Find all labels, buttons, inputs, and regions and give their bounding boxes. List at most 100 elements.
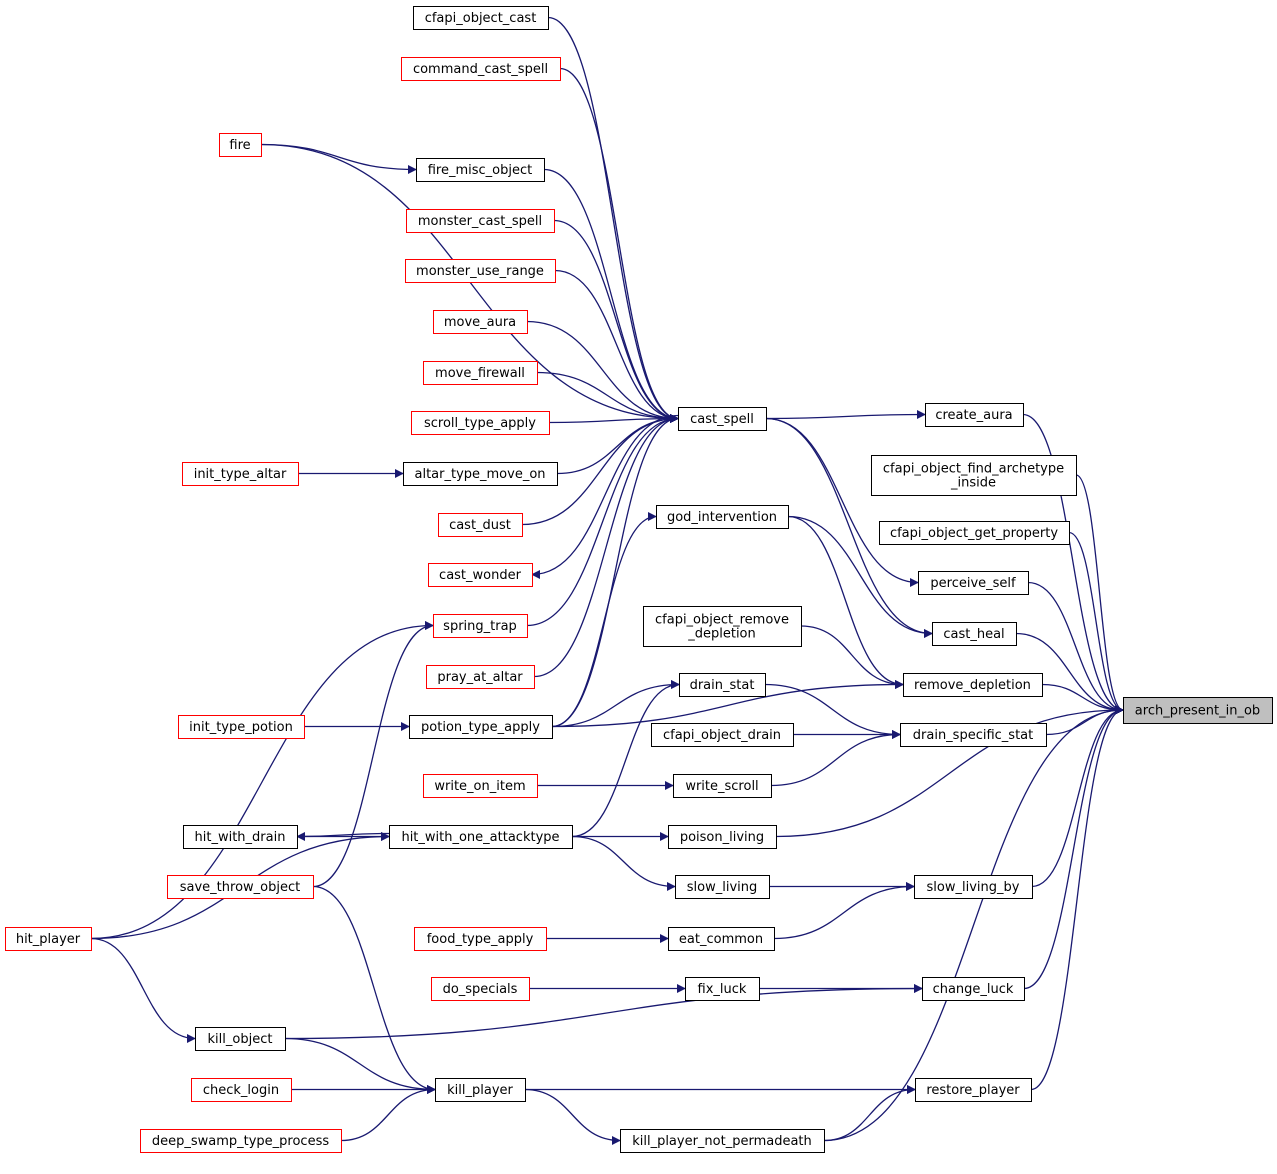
node-kill-object[interactable]: kill_object [195, 1027, 286, 1051]
edge [764, 683, 901, 739]
node-write-scroll[interactable]: write_scroll [673, 774, 772, 798]
node-label: kill_object [208, 1032, 273, 1047]
node-hit-with-drain[interactable]: hit_with_drain [183, 825, 298, 849]
edge-command-cast-spell-to-cast-spell [559, 67, 679, 423]
node-eat-common[interactable]: eat_common [668, 927, 775, 951]
node-create-aura[interactable]: create_aura [925, 403, 1024, 427]
node-drain-specific-stat[interactable]: drain_specific_stat [900, 723, 1047, 747]
node-write-on-item[interactable]: write_on_item [423, 774, 538, 798]
node-slow-living[interactable]: slow_living [675, 875, 770, 899]
node-do-specials[interactable]: do_specials [431, 977, 530, 1001]
node-save-throw-object[interactable]: save_throw_object [167, 875, 314, 899]
node-check-login[interactable]: check_login [191, 1078, 292, 1102]
edge-fire-misc-object-to-cast-spell [543, 168, 679, 423]
node-box [679, 673, 766, 697]
node-command-cast-spell[interactable]: command_cast_spell [401, 57, 561, 81]
node-box [414, 927, 547, 951]
edge-kill-object-to-kill-player [284, 1037, 436, 1094]
node-init-type-altar[interactable]: init_type_altar [182, 462, 299, 486]
node-monster-use-range[interactable]: monster_use_range [405, 259, 556, 283]
node-cast-spell[interactable]: cast_spell [678, 407, 767, 431]
node-change-luck[interactable]: change_luck [922, 977, 1025, 1001]
node-slow-living-by[interactable]: slow_living_by [914, 875, 1033, 899]
edge-save-throw-object-to-kill-player [312, 885, 436, 1094]
node-box [423, 774, 538, 798]
node-cfapi-object-get-property[interactable]: cfapi_object_get_property [879, 521, 1070, 545]
node-label: perceive_self [930, 576, 1016, 591]
node-deep-swamp-type-process[interactable]: deep_swamp_type_process [140, 1129, 342, 1153]
node-remove-depletion[interactable]: remove_depletion [903, 673, 1043, 697]
edge [548, 414, 679, 424]
node-box [413, 6, 549, 30]
node-box [423, 361, 538, 385]
edge-move-aura-to-cast-spell [526, 320, 679, 423]
node-move-firewall[interactable]: move_firewall [423, 361, 538, 385]
edge-god-intervention-to-remove-depletion [787, 515, 904, 689]
node-label: cfapi_object_remove [655, 613, 789, 628]
edge-kill-player-not-permadeath-to-arch-present-in-ob [823, 705, 1124, 1142]
node-god-intervention[interactable]: god_intervention [656, 505, 789, 529]
node-label: drain_specific_stat [913, 728, 1033, 743]
edge [800, 625, 904, 689]
node-restore-player[interactable]: restore_player [915, 1078, 1032, 1102]
node-cfapi-object-remove-depletion[interactable]: cfapi_object_remove_depletion [643, 606, 802, 647]
node-box [643, 606, 802, 647]
edge [823, 705, 1124, 1142]
node-altar-type-move-on[interactable]: altar_type_move_on [403, 462, 558, 486]
node-potion-type-apply[interactable]: potion_type_apply [409, 715, 553, 739]
node-cfapi-object-cast[interactable]: cfapi_object_cast [413, 6, 549, 30]
node-kill-player-not-permadeath[interactable]: kill_player_not_permadeath [620, 1129, 825, 1153]
node-label: slow_living [687, 880, 758, 895]
node-cast-dust[interactable]: cast_dust [438, 513, 523, 537]
node-spring-trap[interactable]: spring_trap [433, 614, 528, 638]
node-label: write_scroll [685, 779, 758, 794]
node-fix-luck[interactable]: fix_luck [685, 977, 760, 1001]
node-label: poison_living [680, 830, 764, 845]
node-label: eat_common [679, 932, 763, 947]
edge [536, 371, 679, 423]
node-label: _depletion [687, 627, 756, 642]
edge [551, 680, 680, 728]
node-cfapi-object-find-archetype-inside[interactable]: cfapi_object_find_archetype_inside [871, 455, 1077, 496]
node-drain-stat[interactable]: drain_stat [679, 673, 766, 697]
edge [559, 67, 679, 423]
node-box [5, 927, 92, 951]
node-label: monster_cast_spell [418, 214, 542, 229]
node-pray-at-altar[interactable]: pray_at_altar [426, 665, 535, 689]
node-hit-with-one-attacktype[interactable]: hit_with_one_attacktype [389, 825, 573, 849]
node-fire-misc-object[interactable]: fire_misc_object [416, 158, 545, 182]
node-box [620, 1129, 825, 1153]
node-box [651, 723, 794, 747]
edge-kill-player-not-permadeath-to-restore-player [823, 1085, 916, 1142]
node-box [406, 209, 555, 233]
node-fire[interactable]: fire [219, 133, 262, 157]
node-food-type-apply[interactable]: food_type_apply [414, 927, 547, 951]
node-cast-heal[interactable]: cast_heal [932, 622, 1017, 646]
node-hit-player[interactable]: hit_player [5, 927, 92, 951]
node-monster-cast-spell[interactable]: monster_cast_spell [406, 209, 555, 233]
node-cast-wonder[interactable]: cast_wonder [428, 563, 533, 587]
edge-hit-with-one-attacktype-to-drain-stat [571, 680, 680, 838]
node-box [915, 1078, 1032, 1102]
edge-cfapi-object-find-archetype-inside-to-arch-present-in-ob [1075, 474, 1124, 715]
edge-remove-depletion-to-arch-present-in-ob [1041, 683, 1124, 715]
node-poison-living[interactable]: poison_living [668, 825, 777, 849]
edge-monster-use-range-to-cast-spell [554, 269, 679, 423]
node-perceive-self[interactable]: perceive_self [918, 571, 1029, 595]
node-box [879, 521, 1070, 545]
edge [775, 705, 1124, 838]
node-cfapi-object-drain[interactable]: cfapi_object_drain [651, 723, 794, 747]
node-box [191, 1078, 292, 1102]
node-label: restore_player [926, 1083, 1020, 1098]
edge-kill-player-to-kill-player-not-permadeath [524, 1088, 621, 1145]
node-label: fire_misc_object [428, 163, 533, 178]
edge [1030, 705, 1124, 1091]
edge [533, 414, 679, 678]
node-scroll-type-apply[interactable]: scroll_type_apply [411, 411, 550, 435]
node-kill-player[interactable]: kill_player [435, 1078, 526, 1102]
edge-monster-cast-spell-to-cast-spell [553, 219, 679, 423]
node-box [922, 977, 1025, 1001]
node-move-aura[interactable]: move_aura [433, 310, 528, 334]
node-init-type-potion[interactable]: init_type_potion [178, 715, 305, 739]
node-label: change_luck [933, 982, 1014, 997]
